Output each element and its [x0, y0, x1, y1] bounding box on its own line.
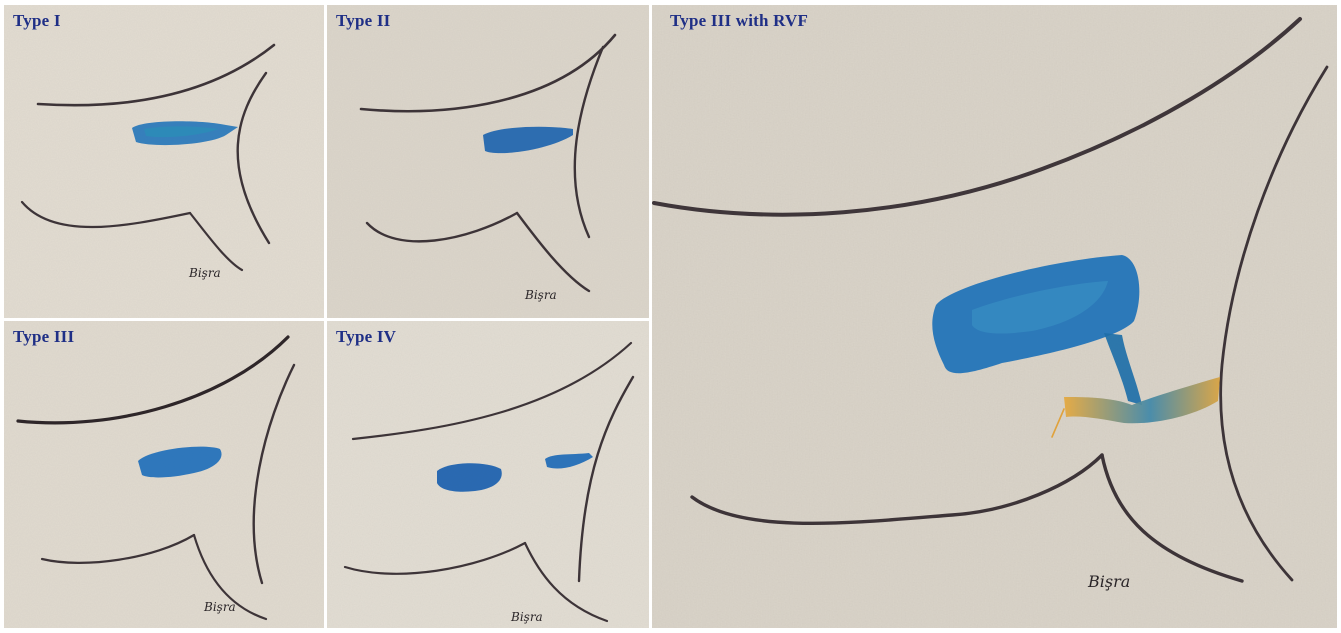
- panel-type-1: Bişra Type I: [4, 5, 324, 318]
- signature: Bişra: [524, 288, 557, 302]
- panel-label: Type III: [13, 327, 74, 347]
- watercolor-sketch-type-4: Bişra: [327, 321, 649, 628]
- panel-label: Type IV: [336, 327, 396, 347]
- signature: Bişra: [1087, 572, 1130, 591]
- panel-label: Type III with RVF: [670, 11, 808, 31]
- panel-type-2: Bişra Type II: [327, 5, 649, 318]
- paper-texture: [4, 5, 324, 318]
- signature: Bişra: [203, 600, 236, 614]
- signature: Bişra: [188, 266, 221, 280]
- panel-type-3: Bişra Type III: [4, 321, 324, 628]
- watercolor-sketch-type-1: Bişra: [4, 5, 324, 318]
- panel-type-4: Bişra Type IV: [327, 321, 649, 628]
- signature: Bişra: [510, 610, 543, 624]
- watercolor-sketch-type-3: Bişra: [4, 321, 324, 628]
- panel-label: Type II: [336, 11, 390, 31]
- panel-label: Type I: [13, 11, 61, 31]
- watercolor-sketch-type-3-rvf: Bişra: [652, 5, 1337, 628]
- watercolor-sketch-type-2: Bişra: [327, 5, 649, 318]
- panel-type-3-rvf: Bişra Type III with RVF: [652, 5, 1337, 628]
